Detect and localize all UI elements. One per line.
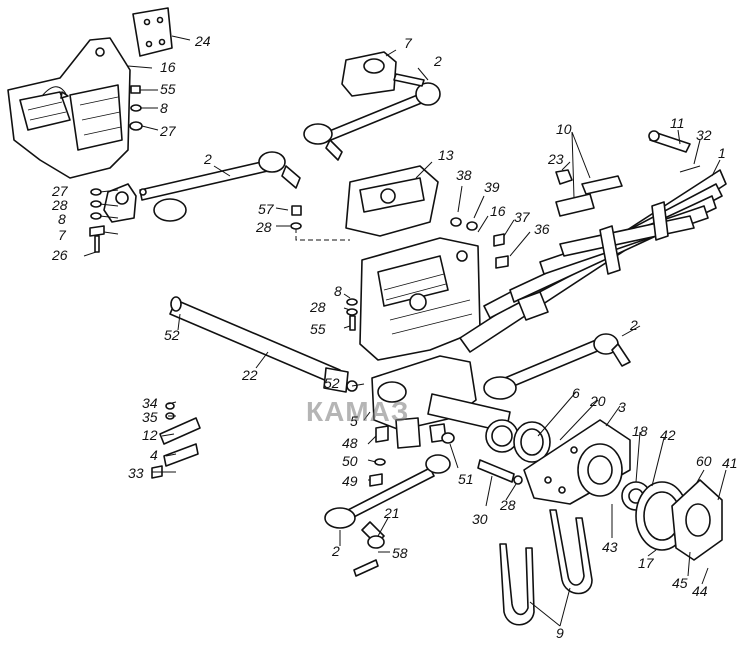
callout-8-left: 8 xyxy=(58,211,66,227)
callout-28-lower: 28 xyxy=(500,497,516,513)
callout-34: 34 xyxy=(142,395,158,411)
callout-12: 12 xyxy=(142,427,158,443)
callout-26: 26 xyxy=(52,247,68,263)
callout-22: 22 xyxy=(242,367,258,383)
fastener-stack-55-center xyxy=(346,298,358,331)
plate-12 xyxy=(159,417,201,445)
callout-55-top: 55 xyxy=(160,81,176,97)
bolt-55-top xyxy=(130,85,141,94)
fastener-stack-left xyxy=(89,188,105,253)
callout-42: 42 xyxy=(660,427,676,443)
callout-39: 39 xyxy=(484,179,500,195)
callout-27-top: 27 xyxy=(160,123,176,139)
callout-38: 38 xyxy=(456,167,472,183)
washer-8-top xyxy=(130,104,142,112)
callout-10: 10 xyxy=(556,121,572,137)
nut-27-top xyxy=(129,121,143,131)
plate-4 xyxy=(163,443,199,467)
callout-55-center: 55 xyxy=(310,321,326,337)
callout-16-mid: 16 xyxy=(490,203,506,219)
callout-28-center: 28 xyxy=(310,299,326,315)
callout-2-upper-left: 2 xyxy=(204,151,212,167)
callout-16-top: 16 xyxy=(160,59,176,75)
nut-23 xyxy=(555,169,573,185)
callout-7-left: 7 xyxy=(58,227,66,243)
callout-28-mid: 28 xyxy=(256,219,272,235)
callout-8-top: 8 xyxy=(160,100,168,116)
hub-3 xyxy=(523,419,631,505)
cap-60 xyxy=(671,479,723,561)
bolt-57 xyxy=(290,205,302,230)
callout-7-top: 7 xyxy=(404,35,412,51)
callout-49: 49 xyxy=(342,473,358,489)
callout-23: 23 xyxy=(548,151,564,167)
cotter-32 xyxy=(679,165,701,173)
callout-41: 41 xyxy=(722,455,738,471)
callout-58: 58 xyxy=(392,545,408,561)
callout-44: 44 xyxy=(692,583,708,599)
callout-24: 24 xyxy=(195,33,211,49)
bolt-58 xyxy=(353,559,379,577)
watermark-text: КАМАЗ xyxy=(306,396,410,427)
callout-45: 45 xyxy=(672,575,688,591)
callout-32: 32 xyxy=(696,127,712,143)
callout-48: 48 xyxy=(342,435,358,451)
balancer-axle-22 xyxy=(169,296,358,393)
u-bolt-9-left xyxy=(499,543,535,626)
support-7-top xyxy=(341,51,397,97)
callout-13: 13 xyxy=(438,147,454,163)
callout-36: 36 xyxy=(534,221,550,237)
callout-57: 57 xyxy=(258,201,274,217)
callout-9: 9 xyxy=(556,625,564,641)
callout-2-top: 2 xyxy=(434,53,442,69)
callout-35: 35 xyxy=(142,409,158,425)
callout-51: 51 xyxy=(458,471,474,487)
callout-5: 5 xyxy=(350,413,358,429)
callout-4: 4 xyxy=(150,447,158,463)
callout-8-center: 8 xyxy=(334,283,342,299)
reaction-rod-2-top xyxy=(303,73,441,161)
callout-1: 1 xyxy=(718,145,726,161)
bolt-34-35 xyxy=(165,402,175,420)
callout-6: 6 xyxy=(572,385,580,401)
fastener-48-50-49 xyxy=(369,425,389,487)
callout-2-lower-left: 2 xyxy=(332,543,340,559)
frame-bracket-16 xyxy=(7,37,131,179)
callout-18: 18 xyxy=(632,423,648,439)
reaction-rod-2-upper-left xyxy=(139,151,301,222)
clamp-10 xyxy=(555,175,623,217)
callout-43: 43 xyxy=(602,539,618,555)
u-bolt-9-right xyxy=(549,509,593,595)
bolt-30 xyxy=(477,459,523,485)
leader-lines xyxy=(83,35,727,627)
callout-11: 11 xyxy=(670,115,685,131)
callout-37: 37 xyxy=(514,209,530,225)
callout-33: 33 xyxy=(128,465,144,481)
reaction-rod-2-lower-right xyxy=(483,333,631,400)
callout-27-left: 27 xyxy=(52,183,68,199)
pin-11 xyxy=(648,130,691,153)
leaf-spring-1 xyxy=(459,169,727,353)
callout-20: 20 xyxy=(590,393,606,409)
callout-2-right: 2 xyxy=(630,317,638,333)
bolts-37-36 xyxy=(493,233,509,269)
callout-17: 17 xyxy=(638,555,654,571)
callout-21: 21 xyxy=(384,505,400,521)
callout-52-left: 52 xyxy=(164,327,180,343)
callout-28-left: 28 xyxy=(52,197,68,213)
callout-60: 60 xyxy=(696,453,712,469)
mounting-plate-24 xyxy=(132,7,173,57)
hub-shaft xyxy=(427,393,519,453)
bolt-stack-38-39 xyxy=(450,217,478,231)
support-7-left xyxy=(103,183,137,223)
callout-52-center: 52 xyxy=(324,375,340,391)
reaction-rod-2-lower-left xyxy=(324,454,451,549)
bracket-13 xyxy=(295,165,439,241)
callout-3: 3 xyxy=(618,399,626,415)
callout-30: 30 xyxy=(472,511,488,527)
trunnion-bracket-16 xyxy=(359,237,481,361)
callout-50: 50 xyxy=(342,453,358,469)
